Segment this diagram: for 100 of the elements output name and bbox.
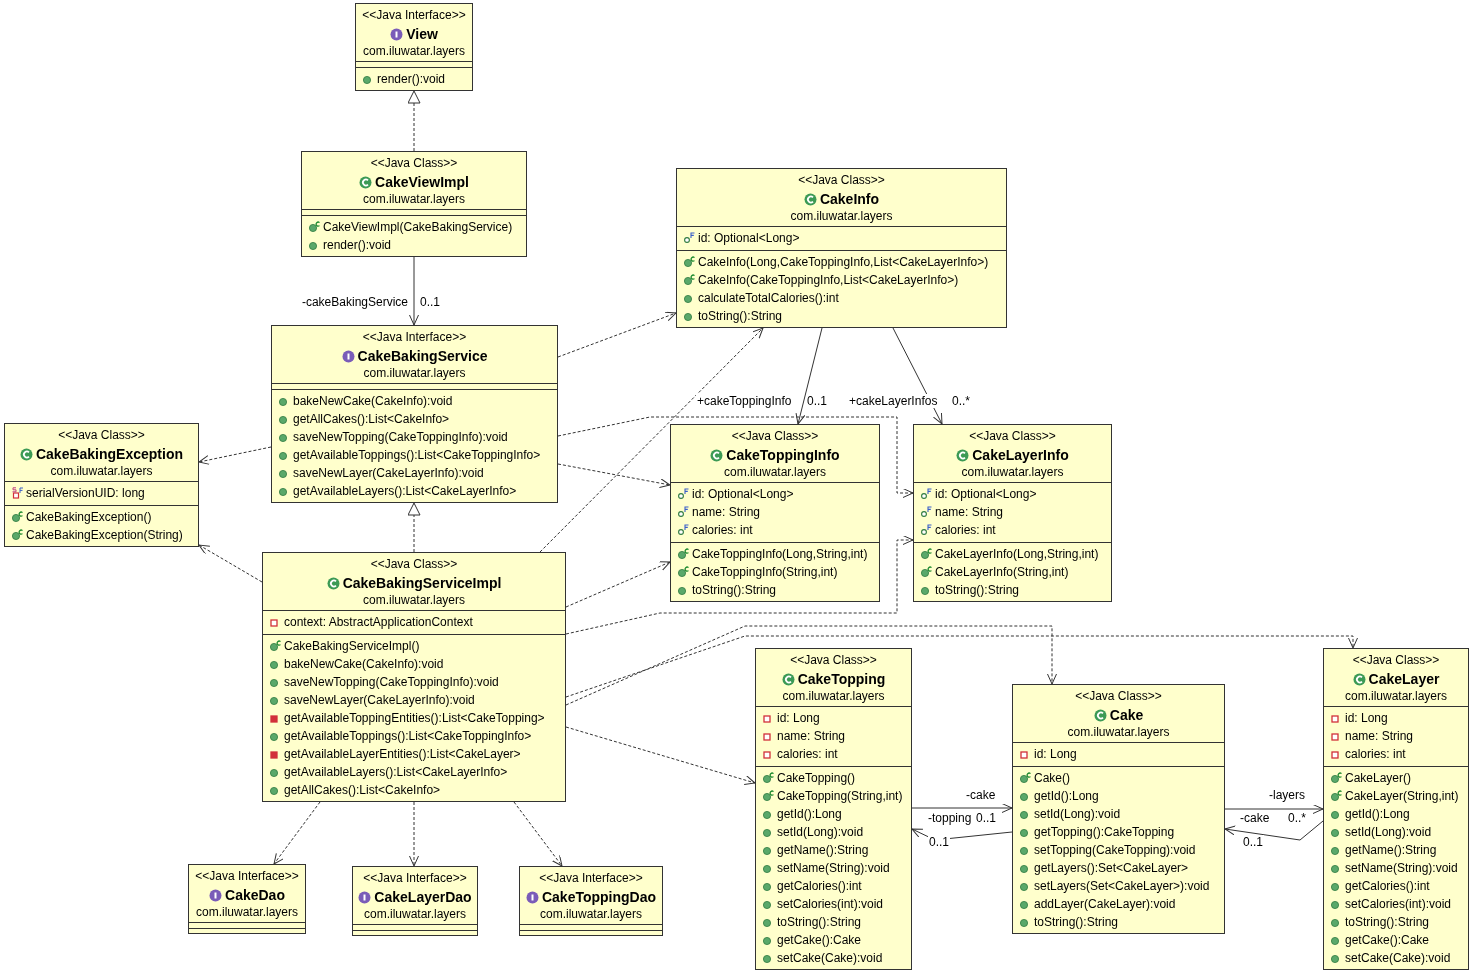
method-signature: Cake() bbox=[1034, 770, 1070, 786]
dependency-arrow bbox=[198, 446, 272, 465]
package-name: com.iluwatar.layers bbox=[1343, 688, 1448, 704]
method-signature: toString():String bbox=[1034, 914, 1119, 930]
realization-arrow bbox=[407, 90, 421, 152]
method-signature: CakeBakingServiceImpl() bbox=[284, 638, 420, 654]
method-signature: CakeInfo(Long,CakeToppingInfo,List<CakeLayerInfo>) bbox=[698, 254, 989, 270]
field-declaration: id: Optional<Long> bbox=[692, 486, 794, 502]
stereotype-label: <<Java Class>> bbox=[57, 427, 146, 443]
package-name: com.iluwatar.layers bbox=[362, 906, 467, 922]
field-declaration: calories: int bbox=[777, 746, 838, 762]
method-signature: getCalories():int bbox=[1345, 878, 1430, 894]
method-signature: render():void bbox=[377, 71, 446, 87]
class-box bbox=[4, 423, 199, 547]
method-signature: setCalories(int):void bbox=[1345, 896, 1452, 912]
association-arrow bbox=[795, 327, 823, 425]
package-name: com.iluwatar.layers bbox=[1066, 724, 1171, 740]
package-name: com.iluwatar.layers bbox=[781, 688, 886, 704]
multiplicity-label: 0..* bbox=[951, 394, 971, 408]
method-signature: getLayers():Set<CakeLayer> bbox=[1034, 860, 1189, 876]
role-label: +cakeToppingInfo bbox=[696, 394, 793, 408]
method-signature: getAvailableToppingEntities():List<CakeTopping> bbox=[284, 710, 545, 726]
package-name: com.iluwatar.layers bbox=[361, 191, 466, 207]
association-arrow bbox=[1224, 820, 1324, 841]
package-name: com.iluwatar.layers bbox=[722, 464, 827, 480]
method-signature: CakeLayerInfo(String,int) bbox=[935, 564, 1069, 580]
class-name: CakeBakingServiceImpl bbox=[342, 574, 502, 592]
method-signature: getId():Long bbox=[1345, 806, 1410, 822]
method-signature: CakeBakingException(String) bbox=[26, 527, 183, 543]
method-signature: setLayers(Set<CakeLayer>):void bbox=[1034, 878, 1210, 894]
stereotype-label: <<Java Class>> bbox=[968, 428, 1057, 444]
dependency-arrow bbox=[409, 801, 419, 867]
method-signature: getCake():Cake bbox=[1345, 932, 1430, 948]
method-signature: getAvailableLayerEntities():List<CakeLayer> bbox=[284, 746, 521, 762]
stereotype-label: <<Java Class>> bbox=[797, 172, 886, 188]
stereotype-label: <<Java Class>> bbox=[730, 428, 820, 444]
package-name: com.iluwatar.layers bbox=[194, 904, 299, 920]
dependency-arrow bbox=[539, 327, 764, 553]
multiplicity-label: 0..1 bbox=[1242, 835, 1264, 849]
method-signature: CakeTopping() bbox=[777, 770, 856, 786]
method-signature: getAllCakes():List<CakeInfo> bbox=[293, 411, 450, 427]
stereotype-label: <<Java Class>> bbox=[369, 155, 459, 171]
class-name: View bbox=[406, 25, 438, 43]
method-signature: CakeTopping(String,int) bbox=[777, 788, 903, 804]
field-declaration: name: String bbox=[935, 504, 1004, 520]
package-name: com.iluwatar.layers bbox=[960, 464, 1065, 480]
class-box bbox=[913, 424, 1112, 602]
class-box bbox=[301, 151, 527, 257]
method-signature: CakeViewImpl(CakeBakingService) bbox=[323, 219, 513, 235]
stereotype-label: <<Java Interface>> bbox=[538, 870, 644, 886]
method-signature: toString():String bbox=[777, 914, 862, 930]
package-name: com.iluwatar.layers bbox=[361, 592, 466, 608]
method-signature: CakeLayerInfo(Long,String,int) bbox=[935, 546, 1099, 562]
method-signature: setName(String):void bbox=[1345, 860, 1458, 876]
multiplicity-label: 0..1 bbox=[975, 811, 997, 825]
method-signature: toString():String bbox=[1345, 914, 1430, 930]
class-name: CakeBakingService bbox=[357, 347, 488, 365]
method-signature: bakeNewCake(CakeInfo):void bbox=[284, 656, 444, 672]
method-signature: setId(Long):void bbox=[1345, 824, 1432, 840]
stereotype-label: <<Java Interface>> bbox=[362, 870, 468, 886]
field-declaration: calories: int bbox=[1345, 746, 1406, 762]
method-signature: render():void bbox=[323, 237, 392, 253]
field-declaration: id: Long bbox=[1345, 710, 1388, 726]
role-label: -cake bbox=[1239, 811, 1271, 825]
stereotype-label: <<Java Interface>> bbox=[194, 868, 300, 884]
multiplicity-label: 0..* bbox=[1287, 811, 1307, 825]
class-box bbox=[676, 168, 1007, 328]
dependency-arrow bbox=[198, 544, 263, 583]
role-label: -layers bbox=[1268, 788, 1306, 802]
field-declaration: id: Optional<Long> bbox=[698, 230, 800, 246]
method-signature: setName(String):void bbox=[777, 860, 890, 876]
class-box bbox=[1012, 684, 1225, 934]
method-signature: toString():String bbox=[692, 582, 777, 598]
method-signature: saveNewLayer(CakeLayerInfo):void bbox=[284, 692, 475, 708]
class-name: CakeInfo bbox=[819, 190, 880, 208]
dependency-arrow bbox=[557, 311, 677, 358]
method-signature: addLayer(CakeLayer):void bbox=[1034, 896, 1176, 912]
realization-arrow bbox=[407, 502, 421, 553]
method-signature: saveNewTopping(CakeToppingInfo):void bbox=[284, 674, 499, 690]
association-arrow bbox=[409, 256, 419, 326]
method-signature: toString():String bbox=[935, 582, 1020, 598]
package-name: com.iluwatar.layers bbox=[789, 208, 894, 224]
package-name: com.iluwatar.layers bbox=[538, 906, 643, 922]
method-signature: setCake(Cake):void bbox=[777, 950, 883, 966]
class-name: CakeViewImpl bbox=[375, 173, 469, 191]
class-name: CakeLayer bbox=[1368, 670, 1440, 688]
method-signature: saveNewLayer(CakeLayerInfo):void bbox=[293, 465, 484, 481]
class-name: CakeLayerDao bbox=[374, 888, 472, 906]
class-name: CakeBakingException bbox=[35, 445, 184, 463]
dependency-arrow bbox=[565, 561, 671, 608]
method-signature: getAvailableToppings():List<CakeToppingInfo> bbox=[284, 728, 532, 744]
multiplicity-label: 0..1 bbox=[419, 295, 441, 309]
method-signature: setCalories(int):void bbox=[777, 896, 884, 912]
class-box bbox=[262, 552, 566, 802]
interface-box bbox=[519, 866, 663, 936]
field-declaration: calories: int bbox=[935, 522, 996, 538]
class-name: CakeTopping bbox=[797, 670, 886, 688]
role-label: -topping bbox=[927, 811, 973, 825]
role-label: -cakeBakingService bbox=[300, 295, 409, 309]
method-signature: getName():String bbox=[1345, 842, 1437, 858]
